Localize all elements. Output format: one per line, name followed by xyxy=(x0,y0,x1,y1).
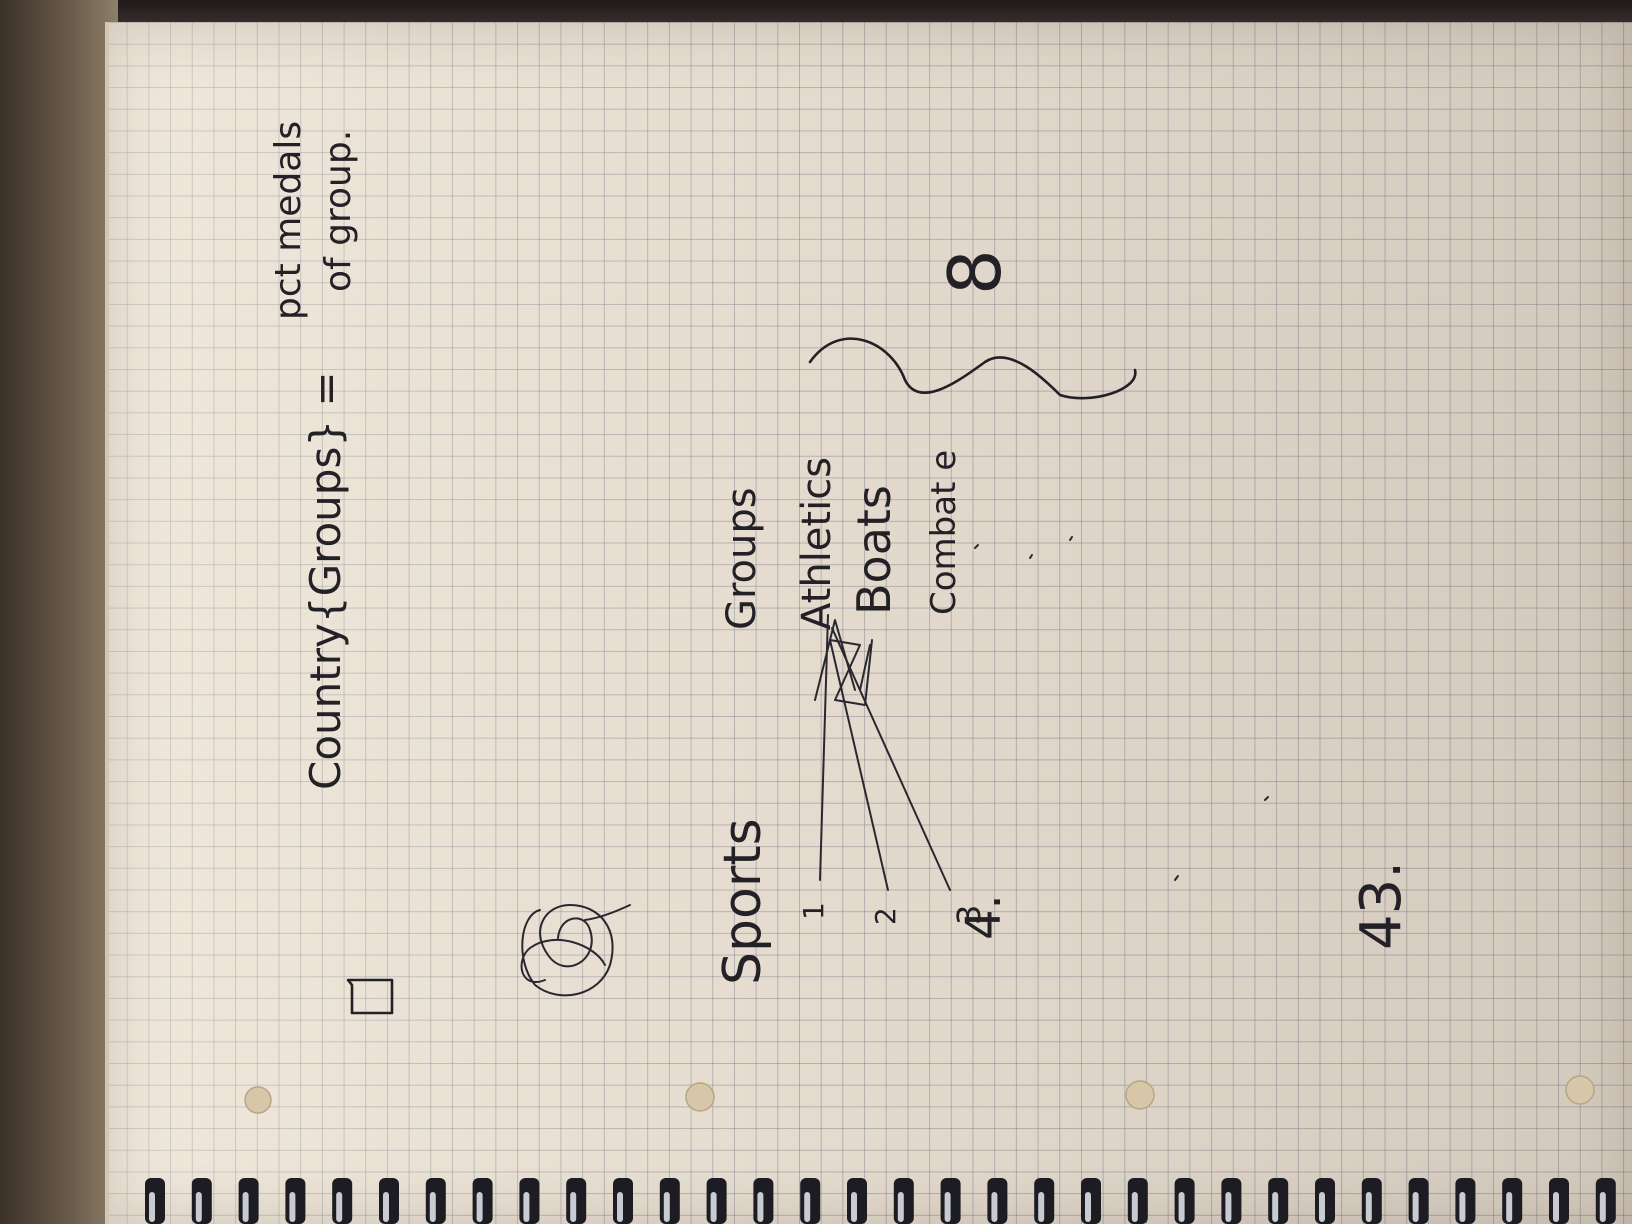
curly-brace xyxy=(808,337,1137,400)
spiral-coil xyxy=(472,1178,493,1224)
spiral-coil xyxy=(1221,1178,1242,1224)
spiral-coil xyxy=(191,1178,212,1224)
group-boats: Boats xyxy=(847,485,901,615)
spiral-coil xyxy=(1361,1178,1382,1224)
spiral-coil xyxy=(145,1178,165,1224)
number-three: 3 xyxy=(950,905,988,925)
spiral-coil xyxy=(847,1178,867,1224)
mapping-arrows xyxy=(814,614,951,891)
spiral-coil xyxy=(1549,1178,1569,1224)
spiral-coil xyxy=(566,1178,587,1224)
spiral-coil xyxy=(706,1178,727,1224)
number-forty-three: 43. xyxy=(1349,861,1414,950)
spiral-binding xyxy=(145,1178,1616,1224)
spiral-coil xyxy=(1455,1178,1476,1224)
spiral-coil xyxy=(1268,1178,1289,1224)
number-eight: 8 xyxy=(933,249,1017,295)
of-group-text: of group. xyxy=(318,130,359,292)
binder-hole xyxy=(685,1082,715,1112)
spiral-coil xyxy=(613,1178,633,1224)
spiral-coil xyxy=(659,1178,680,1224)
spiral-coil xyxy=(425,1178,446,1224)
spiral-coil xyxy=(1315,1178,1335,1224)
group-athletics: Athletics xyxy=(794,457,840,630)
spiral-coil xyxy=(1174,1178,1195,1224)
stray-marks xyxy=(974,536,1269,881)
spiral-coil xyxy=(753,1178,774,1224)
binder-hole xyxy=(244,1086,272,1114)
number-one: 1 xyxy=(797,902,830,920)
spiral-coil xyxy=(285,1178,306,1224)
scribble-circle xyxy=(520,904,631,997)
number-four: 4. xyxy=(956,894,1012,940)
spiral-coil xyxy=(332,1178,353,1224)
spiral-coil xyxy=(893,1178,914,1224)
groups-label: Groups xyxy=(719,487,765,630)
spiral-coil xyxy=(1127,1178,1148,1224)
group-combat: Combat e xyxy=(924,450,964,615)
spiral-coil xyxy=(1034,1178,1055,1224)
pct-medals-text: pct medals xyxy=(268,121,309,320)
page-edge xyxy=(105,22,109,1224)
checkbox-drawing xyxy=(346,978,394,1015)
spiral-coil xyxy=(1081,1178,1101,1224)
binder-holes xyxy=(244,1075,1595,1114)
table-surface xyxy=(0,0,118,1224)
top-edge xyxy=(118,0,1632,24)
spiral-coil xyxy=(1502,1178,1523,1224)
spiral-coil xyxy=(519,1178,540,1224)
spiral-coil xyxy=(1595,1178,1616,1224)
spiral-coil xyxy=(379,1178,399,1224)
spiral-coil xyxy=(987,1178,1008,1224)
grid-paper-page xyxy=(105,22,1632,1224)
spiral-coil xyxy=(238,1178,259,1224)
spiral-coil xyxy=(940,1178,961,1224)
sports-label: Sports xyxy=(713,818,773,985)
spiral-coil xyxy=(800,1178,821,1224)
binder-hole xyxy=(1125,1080,1155,1110)
spiral-coil xyxy=(1408,1178,1429,1224)
number-two: 2 xyxy=(869,907,902,925)
binder-hole xyxy=(1565,1075,1595,1105)
country-groups-text: Country{Groups} = xyxy=(301,371,350,790)
